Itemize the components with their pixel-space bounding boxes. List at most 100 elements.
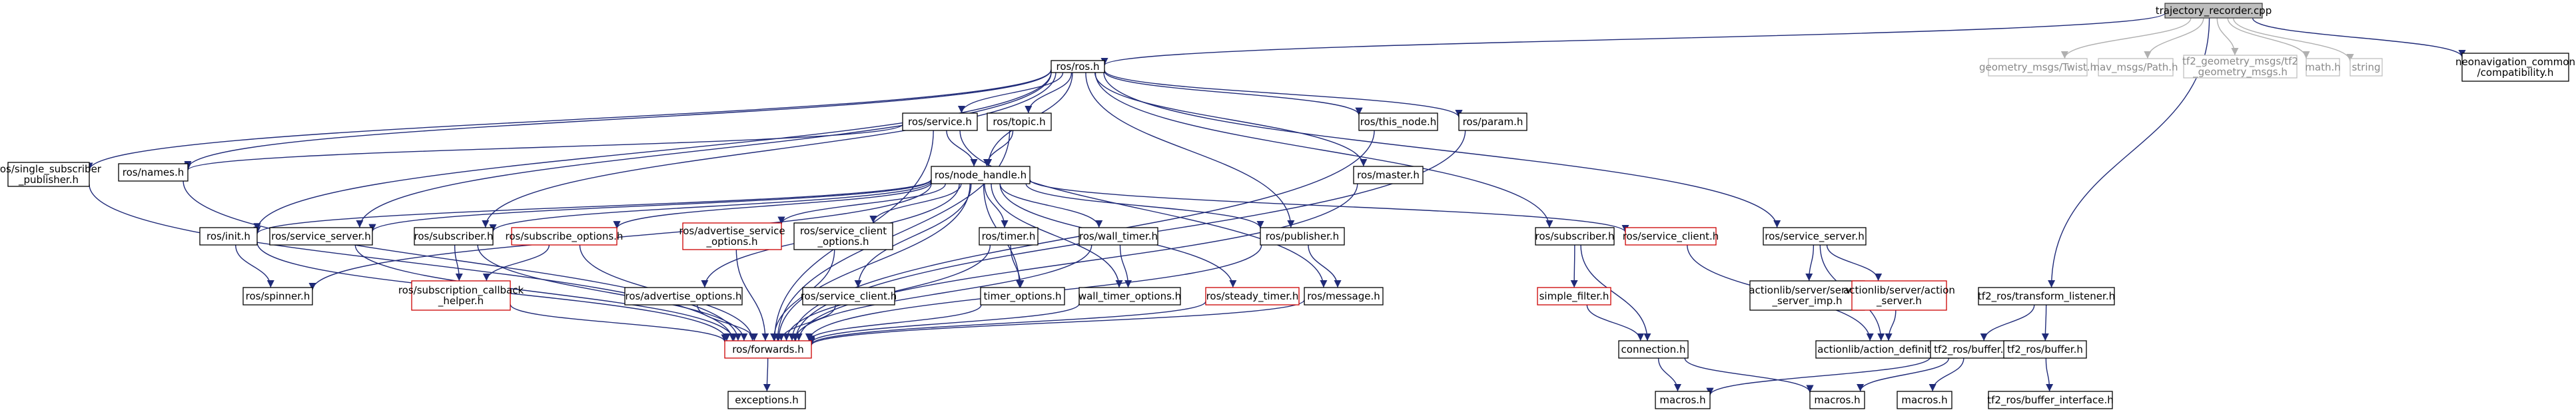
node-label: ros/service.h <box>908 116 972 128</box>
node-tf2-geom[interactable]: tf2_geometry_msgs/tf2_geometry_msgs.h <box>2182 55 2298 79</box>
node-ros-h[interactable]: ros/ros.h <box>1051 60 1105 73</box>
node-box <box>1205 287 1300 306</box>
node-string[interactable]: string <box>2350 58 2383 77</box>
node-exceptions-h[interactable]: exceptions.h <box>727 391 806 409</box>
node-this-node[interactable]: ros/this_node.h <box>1358 112 1438 131</box>
node-label: ros/single_subscriber <box>0 163 102 176</box>
node-label: ros/names.h <box>123 166 185 178</box>
node-service-client-red[interactable]: ros/service_client.h <box>1623 227 1719 246</box>
node-label: _server_imp.h <box>1771 295 1842 308</box>
node-subscriber-a[interactable]: ros/subscriber.h <box>414 227 494 246</box>
node-label: ros/message.h <box>1307 290 1380 302</box>
edge-tf2_buffer_a-to-macros_b <box>1857 357 1950 392</box>
node-label: ros/service_server.h <box>1765 230 1865 243</box>
node-simple-filter[interactable]: simple_filter.h <box>1537 287 1611 306</box>
node-macros-a[interactable]: macros.h <box>1655 391 1711 409</box>
node-label: ros/ros.h <box>1057 61 1100 73</box>
node-label: _geometry_msgs.h <box>2192 66 2288 79</box>
node-label: ros/advertise_options.h <box>626 290 742 303</box>
node-subscribe-opts[interactable]: ros/subscribe_options.h <box>506 227 624 246</box>
node-label: _helper.h <box>438 295 484 308</box>
node-box <box>2098 58 2174 77</box>
node-label: ros/subscription_callback <box>398 284 524 297</box>
node-box <box>2461 53 2569 82</box>
edge-tf2_buffer_b-to-tf2_buf_iface <box>2045 357 2054 392</box>
node-tf2-tl[interactable]: tf2_ros/transform_listener.h <box>1978 287 2115 306</box>
edge-wall_timer-to-forwards_h <box>791 244 1092 341</box>
edge-ros_h-to-names_h <box>184 69 1052 169</box>
edge-service_h-to-node_handle <box>946 130 978 167</box>
edge-node_handle-to-service_client_red <box>1029 179 1629 233</box>
edge-subscriber_a-to-forwards_h <box>477 244 748 341</box>
node-master-h[interactable]: ros/master.h <box>1353 166 1424 184</box>
node-sub-cb-helper[interactable]: ros/subscription_callback_helper.h <box>398 280 524 311</box>
node-neonav[interactable]: neonavigation_common/compatibility.h <box>2455 53 2575 82</box>
edge-topic_h-to-node_handle <box>983 130 1014 167</box>
node-label: wall_timer_options.h <box>1078 290 1181 303</box>
node-macros-c[interactable]: macros.h <box>1897 391 1952 409</box>
node-macros-b[interactable]: macros.h <box>1809 391 1865 409</box>
node-label: ros/publisher.h <box>1266 230 1339 242</box>
node-message-h[interactable]: ros/message.h <box>1304 287 1384 306</box>
node-init-h[interactable]: ros/init.h <box>199 227 258 246</box>
edge-ros_h-to-service_server_b <box>1103 72 1781 228</box>
node-nav-path[interactable]: nav_msgs/Path.h <box>2093 58 2178 77</box>
node-subscriber-b[interactable]: ros/subscriber.h <box>1535 227 1615 246</box>
node-box <box>793 222 893 250</box>
node-box <box>802 287 895 306</box>
node-service-server-b[interactable]: ros/service_server.h <box>1763 227 1867 246</box>
node-label: macros.h <box>1659 394 1705 406</box>
node-connection-h[interactable]: connection.h <box>1618 340 1689 359</box>
node-service-h[interactable]: ros/service.h <box>902 112 978 131</box>
node-box <box>199 227 258 246</box>
node-spinner-h[interactable]: ros/spinner.h <box>242 287 313 306</box>
edge-node_handle-to-wall_timer_opts <box>991 183 1123 288</box>
edge-sub_cb_helper-to-forwards_h <box>510 304 729 342</box>
edge-ros_h-to-subscriber_a <box>482 72 1057 228</box>
node-single-sub[interactable]: ros/single_subscriber_publisher.h <box>0 162 102 187</box>
node-tf2-buf-iface[interactable]: tf2_ros/buffer_interface.h <box>1987 391 2114 409</box>
edge-root-to-neonav <box>2252 17 2466 58</box>
node-service-client-opts[interactable]: ros/service_client_options.h <box>793 222 893 250</box>
node-label: nav_msgs/Path.h <box>2093 61 2178 74</box>
node-adv-service-opts[interactable]: ros/advertise_service_options.h <box>679 222 785 250</box>
node-label: neonavigation_common <box>2455 56 2575 69</box>
node-names-h[interactable]: ros/names.h <box>118 163 189 182</box>
node-label: _publisher.h <box>18 174 79 186</box>
node-forwards-h[interactable]: ros/forwards.h <box>724 340 812 359</box>
edge-al_action_server-to-al_action_def <box>1885 309 1897 341</box>
node-publisher-h[interactable]: ros/publisher.h <box>1260 227 1345 246</box>
edge-connection_h-to-macros_a <box>1657 357 1682 392</box>
node-wall-timer-opts[interactable]: wall_timer_options.h <box>1078 287 1181 306</box>
node-node-handle[interactable]: ros/node_handle.h <box>931 166 1031 184</box>
node-tf2-buffer-b[interactable]: tf2_ros/buffer.h <box>2003 340 2087 359</box>
node-label: ros/subscribe_options.h <box>506 230 624 243</box>
node-service-client-b[interactable]: ros/service_client.h <box>801 287 897 306</box>
node-wall-timer[interactable]: ros/wall_timer.h <box>1078 227 1158 246</box>
node-service-server-a[interactable]: ros/service_server.h <box>269 227 373 246</box>
node-box <box>1897 391 1952 409</box>
edge-timer_h-to-timer_opts <box>1010 244 1025 288</box>
node-timer-opts[interactable]: timer_options.h <box>980 287 1065 306</box>
edge-service_server_b-to-al_service_imp <box>1805 244 1815 282</box>
node-label: ros/service_client <box>800 225 887 238</box>
node-label: ros/master.h <box>1357 169 1420 181</box>
node-al-service-imp[interactable]: actionlib/server/service_server_imp.h <box>1749 280 1866 311</box>
node-timer-h[interactable]: ros/timer.h <box>979 227 1039 246</box>
node-math-h[interactable]: math.h <box>2305 58 2341 77</box>
node-label: ros/service_server.h <box>271 230 371 243</box>
node-steady-timer[interactable]: ros/steady_timer.h <box>1205 287 1300 306</box>
node-geom-twist[interactable]: geometry_msgs/Twist.h <box>1979 58 2096 77</box>
edge-ros_h-to-service_h <box>957 72 1064 114</box>
node-label: ros/wall_timer.h <box>1079 230 1158 243</box>
node-box <box>1618 340 1689 359</box>
edge-root-to-ros_h <box>1100 13 2166 66</box>
node-adv-opts[interactable]: ros/advertise_options.h <box>624 287 743 306</box>
node-box <box>2306 58 2340 77</box>
node-param-h[interactable]: ros/param.h <box>1458 112 1527 131</box>
node-topic-h[interactable]: ros/topic.h <box>987 112 1052 131</box>
node-al-action-server[interactable]: actionlib/server/action_server.h <box>1843 280 1955 311</box>
node-label: ros/spinner.h <box>246 290 310 302</box>
node-tf2-buffer-a[interactable]: tf2_ros/buffer.h <box>1930 340 2014 359</box>
edge-node_handle-to-forwards_h <box>775 183 971 341</box>
